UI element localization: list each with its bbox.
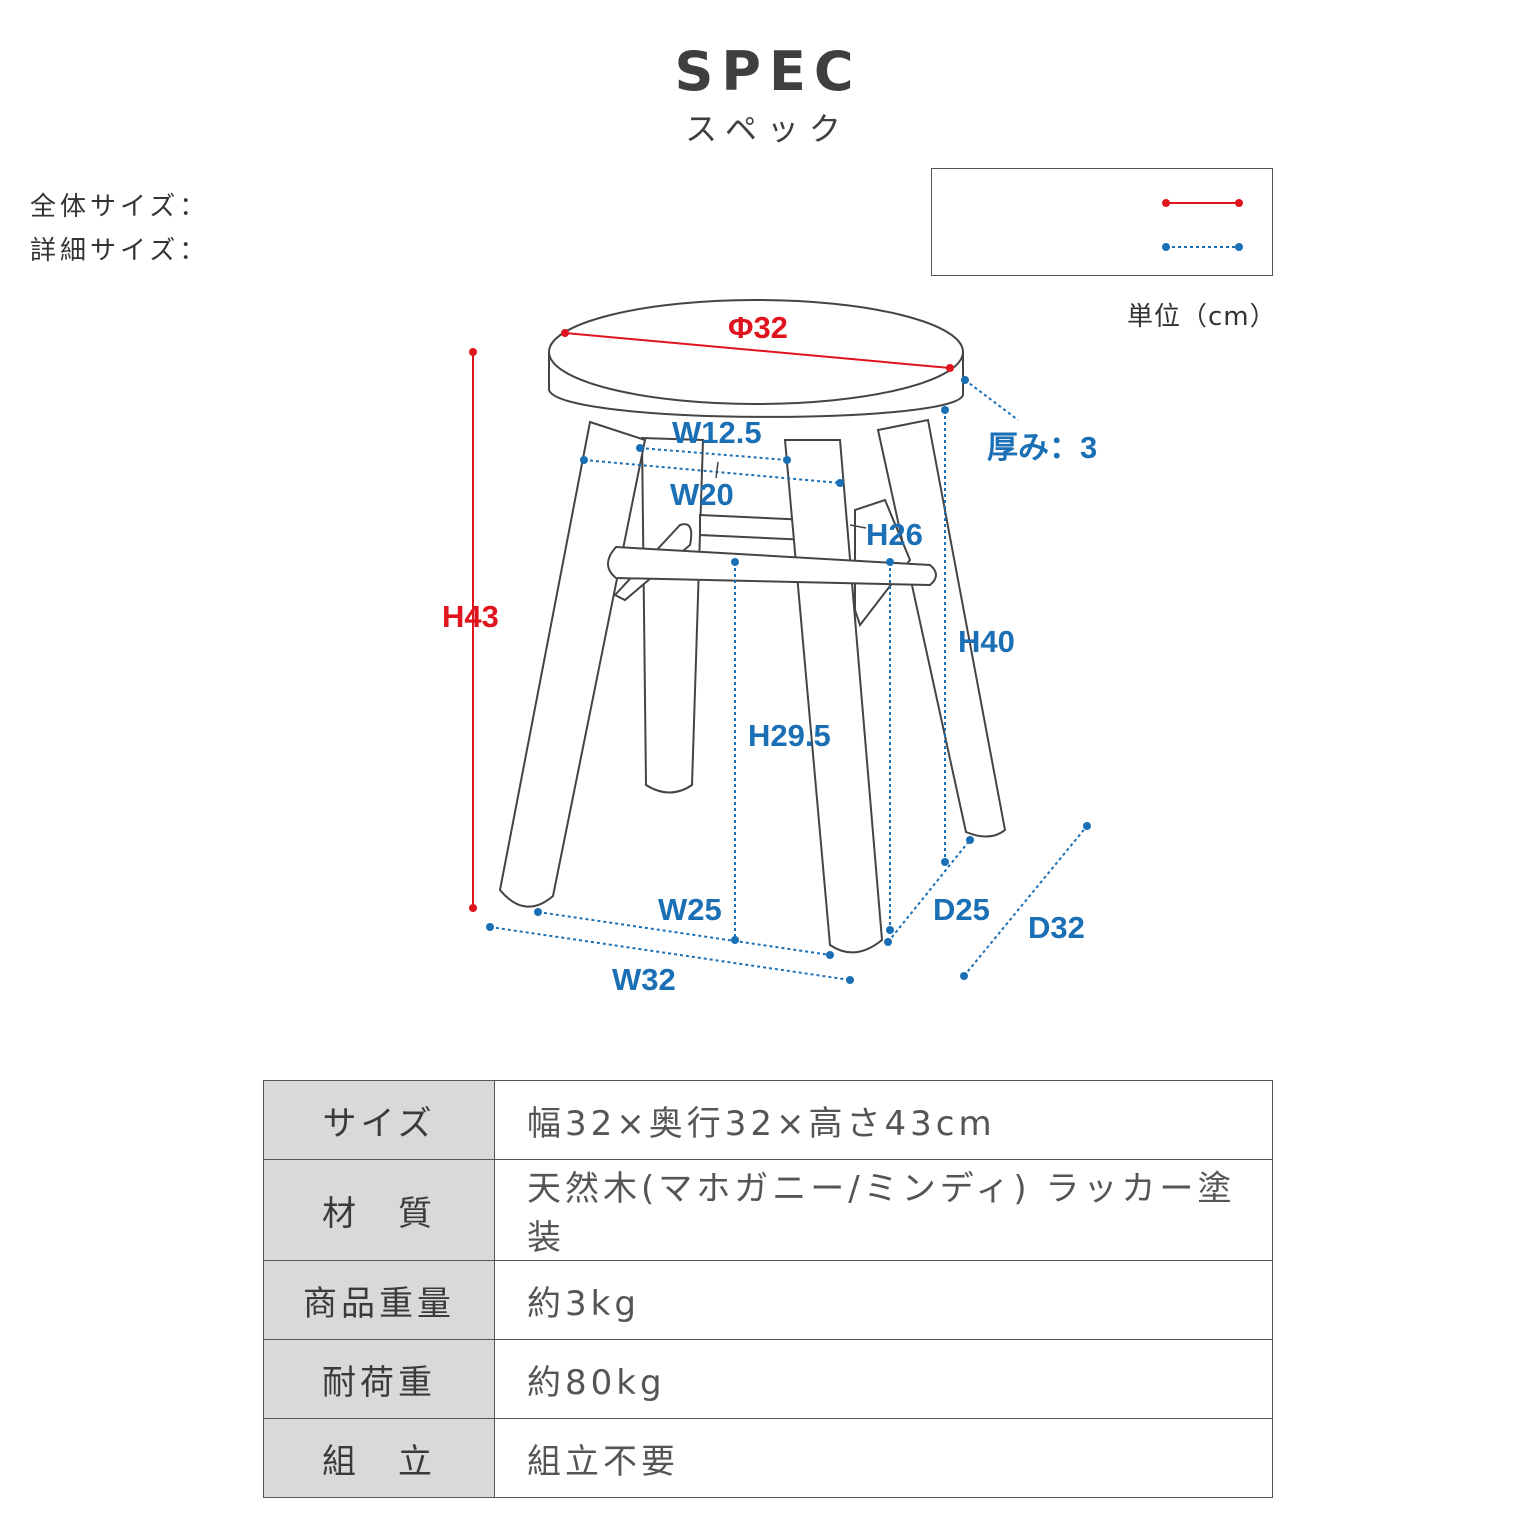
spec-table: サイズ 幅32×奥行32×高さ43cm 材 質 天然木(マホガニー/ミンディ) … (263, 1080, 1273, 1498)
dim-diameter-label: Φ32 (728, 310, 788, 345)
blue-dimension-lines (489, 379, 1088, 981)
legend-overall-label: 全体サイズ： (30, 192, 210, 222)
dim-d25-label: D25 (933, 892, 990, 927)
dim-w32-label: W32 (612, 962, 676, 997)
red-dimension-points (469, 329, 954, 912)
dim-w25-label: W25 (658, 892, 722, 927)
dim-h26-label: H26 (866, 517, 923, 552)
table-row: 耐荷重 約80kg (263, 1339, 1273, 1419)
spec-label-size: サイズ (263, 1080, 495, 1160)
spec-value-assembly: 組立不要 (494, 1418, 1273, 1498)
red-dimension-lines (472, 332, 951, 908)
page-subtitle: スペック (685, 110, 851, 148)
spec-label-material: 材 質 (263, 1159, 495, 1261)
blue-dimension-points (486, 376, 1091, 984)
stool-drawing (498, 299, 1007, 954)
table-row: 商品重量 約3kg (263, 1260, 1273, 1340)
dim-height-total-label: H43 (442, 599, 499, 634)
dim-w20-label: W20 (670, 477, 734, 512)
page-title: SPEC (674, 40, 862, 103)
h26-leader (849, 524, 867, 529)
table-row: 材 質 天然木(マホガニー/ミンディ) ラッカー塗装 (263, 1159, 1273, 1261)
dim-w12-5-label: W12.5 (672, 415, 762, 450)
legend-box (931, 168, 1273, 276)
dim-h29-5-label: H29.5 (748, 718, 831, 753)
dim-h40-label: H40 (958, 624, 1015, 659)
spec-label-assembly: 組 立 (263, 1418, 495, 1498)
legend-overall-line (1162, 199, 1243, 207)
spec-value-weight: 約3kg (494, 1260, 1273, 1340)
w20-leader (715, 461, 719, 479)
unit-label: 単位（cm） (1127, 302, 1277, 332)
spec-label-weight: 商品重量 (263, 1260, 495, 1340)
table-row: 組 立 組立不要 (263, 1418, 1273, 1498)
dim-d32-label: D32 (1028, 910, 1085, 945)
spec-value-load: 約80kg (494, 1339, 1273, 1419)
table-row: サイズ 幅32×奥行32×高さ43cm (263, 1080, 1273, 1160)
spec-value-size: 幅32×奥行32×高さ43cm (494, 1080, 1273, 1160)
dim-thickness-label: 厚み：3 (987, 430, 1097, 465)
spec-value-material: 天然木(マホガニー/ミンディ) ラッカー塗装 (494, 1159, 1273, 1261)
legend-detail-line (1162, 243, 1243, 251)
spec-label-load: 耐荷重 (263, 1339, 495, 1419)
legend-detail-label: 詳細サイズ： (30, 236, 210, 266)
